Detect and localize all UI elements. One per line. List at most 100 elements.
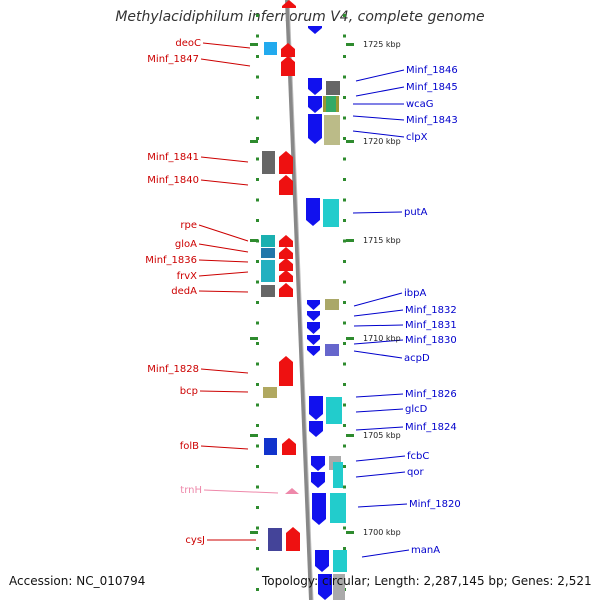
track-tick <box>256 424 259 427</box>
kbp-tick <box>346 239 354 242</box>
leader-line <box>200 58 251 67</box>
gene-arrow <box>318 574 332 600</box>
gene-arrow <box>307 335 320 345</box>
leader-line <box>353 350 403 359</box>
gene-arrow <box>309 421 323 437</box>
right-gene-label: Minf_1830 <box>405 335 457 346</box>
track-tick <box>256 116 259 120</box>
gene-box <box>326 81 340 95</box>
track-tick <box>256 178 259 181</box>
track-tick <box>343 526 346 530</box>
kbp-label: 1725 kbp <box>363 40 401 49</box>
gene-arrow <box>282 438 296 455</box>
leader-line <box>352 115 405 121</box>
gene-arrow <box>279 175 293 195</box>
right-gene-label: fcbC <box>407 451 429 462</box>
track-tick <box>256 506 259 509</box>
track-tick <box>256 219 259 222</box>
leader-line <box>355 393 404 398</box>
kbp-label: 1710 kbp <box>363 334 401 343</box>
track-tick <box>256 55 259 58</box>
genome-backbone <box>285 0 313 600</box>
left-gene-label: Minf_1828 <box>147 364 199 375</box>
right-gene-label: qor <box>407 467 424 478</box>
track-tick <box>343 157 346 161</box>
genome-backbone-highlight <box>288 0 314 600</box>
track-tick <box>343 485 346 489</box>
right-gene-label: clpX <box>406 132 428 143</box>
track-tick <box>256 14 259 17</box>
gene-arrow <box>281 43 295 57</box>
left-gene-label: dedA <box>171 286 197 297</box>
kbp-tick <box>250 140 258 143</box>
gene-arrow <box>309 396 323 420</box>
leader-line <box>198 290 249 293</box>
gene-arrow <box>311 472 325 488</box>
leader-line <box>198 224 249 242</box>
gene-arrow <box>308 96 322 113</box>
leader-line <box>355 455 406 462</box>
gene-box <box>261 235 275 247</box>
kbp-label: 1700 kbp <box>363 528 401 537</box>
forward-strand-genes <box>261 0 300 551</box>
leader-line <box>199 390 249 393</box>
track-tick <box>343 14 346 17</box>
gene-box <box>325 344 339 356</box>
right-gene-labels: Minf_1846Minf_1845wcaGMinf_1843clpXputAi… <box>404 65 461 556</box>
track-tick <box>343 55 346 58</box>
left-gene-label: cysJ <box>185 535 205 546</box>
gene-arrow <box>308 114 322 144</box>
track-tick <box>343 424 346 427</box>
gene-box <box>261 285 275 297</box>
gene-arrow <box>279 356 293 386</box>
gene-box <box>263 387 277 398</box>
leader-line <box>353 339 404 345</box>
right-gene-label: Minf_1826 <box>405 389 457 400</box>
left-gene-label: Minf_1847 <box>147 54 199 65</box>
gene-arrow <box>308 26 322 34</box>
gene-arrow <box>307 300 320 310</box>
track-tick <box>343 34 346 38</box>
leader-line <box>355 426 404 431</box>
track-tick <box>256 403 259 407</box>
track-tick <box>256 547 259 550</box>
leader-line <box>200 179 249 186</box>
reverse-strand-genes <box>306 26 347 600</box>
gene-box <box>326 397 342 424</box>
left-gene-label: bcp <box>180 386 198 397</box>
gene-box <box>330 493 346 523</box>
kbp-tick <box>250 239 258 242</box>
track-tick <box>256 260 259 263</box>
left-gene-label: Minf_1836 <box>145 255 197 266</box>
track-tick <box>343 280 346 284</box>
gene-arrow <box>279 247 293 259</box>
right-gene-label: manA <box>411 545 440 556</box>
track-tick <box>343 219 346 222</box>
leader-line <box>357 503 408 508</box>
track-tick <box>343 403 346 407</box>
leader-line <box>202 42 251 49</box>
left-gene-label: trnH <box>180 485 202 496</box>
gene-arrow <box>279 151 293 174</box>
kbp-tick <box>346 531 354 534</box>
kbp-label: 1705 kbp <box>363 431 401 440</box>
leader-line <box>198 259 249 263</box>
kbp-tick <box>346 140 354 143</box>
kbp-tick <box>250 531 258 534</box>
gene-box <box>264 42 277 55</box>
leader-line <box>355 86 405 97</box>
track-tick <box>256 342 259 345</box>
track-tick <box>343 239 346 243</box>
kbp-tick <box>346 43 354 46</box>
left-gene-label: gloA <box>175 239 197 250</box>
kbp-tick <box>250 337 258 340</box>
gene-box <box>333 462 343 488</box>
gene-arrow <box>312 493 326 525</box>
track-tick <box>343 301 346 304</box>
track-tick <box>343 362 346 366</box>
track-tick <box>343 137 346 140</box>
track-tick <box>343 116 346 120</box>
track-tick <box>256 301 259 304</box>
track-tick <box>256 321 259 325</box>
right-gene-label: Minf_1832 <box>405 305 457 316</box>
